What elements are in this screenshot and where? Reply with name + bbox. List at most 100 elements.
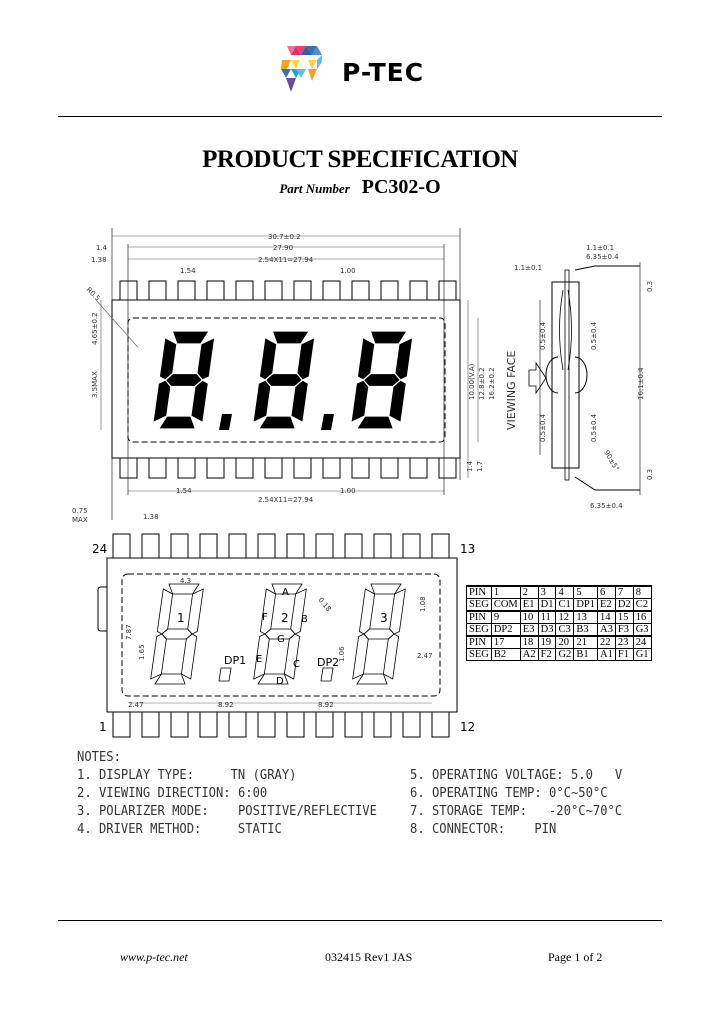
pin [322, 457, 341, 479]
svg-text:4.3: 4.3 [180, 577, 191, 585]
svg-text:27.90: 27.90 [273, 244, 293, 252]
pin-table-cell: 13 [573, 610, 598, 624]
pin [228, 711, 247, 738]
footer-divider [58, 920, 662, 921]
digit-2-segment-e [252, 379, 272, 424]
part-number-value: PC302-O [361, 176, 441, 198]
pin-table-cell: E2 [597, 598, 616, 612]
pin-table-cell: 23 [614, 635, 634, 649]
pin-table-cell: A2 [519, 648, 539, 661]
svg-text:8.92: 8.92 [318, 701, 334, 709]
pin [344, 533, 363, 559]
svg-text:1.7: 1.7 [476, 461, 484, 472]
pin [351, 280, 370, 301]
pin-table-cell: E1 [519, 598, 539, 612]
svg-text:1.06: 1.06 [338, 646, 346, 662]
pin [286, 711, 305, 738]
segment-digit-3-segment-a [370, 583, 402, 595]
svg-text:12: 12 [460, 720, 475, 734]
pin [141, 711, 160, 738]
pin [112, 711, 131, 738]
pin [315, 533, 334, 559]
pin-table-cell: 20 [555, 635, 575, 649]
revision: 032415 Rev1 JAS [325, 950, 413, 964]
pin [257, 533, 276, 559]
pin [293, 280, 312, 301]
svg-text:1.38: 1.38 [91, 256, 107, 264]
decimal-point-2 [321, 414, 334, 430]
pin-table-cell: 24 [632, 635, 652, 649]
svg-text:1.54: 1.54 [176, 487, 192, 495]
pin-table-cell: 5 [573, 585, 598, 599]
front-view [95, 228, 479, 520]
svg-text:1.00: 1.00 [340, 267, 356, 275]
svg-text:2.47: 2.47 [417, 652, 433, 660]
segment-digit-3-segment-d [356, 673, 388, 685]
pin-table-cell: 3 [537, 585, 557, 599]
pin-table-cell: C2 [632, 598, 652, 612]
pin-table-cell: 12 [555, 610, 575, 624]
pin-table-cell: C3 [555, 623, 575, 637]
svg-text:1.1±0.1: 1.1±0.1 [514, 264, 542, 272]
svg-text:7.87: 7.87 [125, 624, 133, 640]
pin [257, 711, 276, 738]
pin [170, 711, 189, 738]
pin [177, 280, 196, 301]
digit-2-segment-d [257, 415, 297, 430]
pin [119, 457, 138, 479]
svg-text:4.65±0.2: 4.65±0.2 [91, 312, 99, 345]
svg-text:1: 1 [99, 720, 107, 734]
digit-1-segment-g [164, 372, 204, 388]
svg-text:2: 2 [281, 611, 289, 625]
pin [235, 280, 254, 301]
decimal-point-1 [219, 414, 232, 430]
pin [373, 533, 392, 559]
pin [286, 533, 305, 559]
svg-text:DP2: DP2 [317, 656, 339, 669]
pin-table-cell: D2 [614, 598, 634, 612]
pin [170, 533, 189, 559]
website-link[interactable]: www.p-tec.net [120, 950, 188, 964]
pin-table-cell: 4 [555, 585, 575, 599]
pin-table-cell: A1 [597, 648, 616, 661]
pin-table-cell: D1 [537, 598, 557, 612]
digit-1-segment-c [190, 379, 210, 424]
digit-3-segment-a [369, 330, 409, 345]
digit-2-segment-a [271, 330, 311, 345]
svg-text:1.08: 1.08 [419, 596, 427, 612]
pin-table-cell: SEG [466, 598, 492, 612]
pin [148, 280, 167, 301]
segment-digit-1-segment-b [187, 588, 204, 635]
segment-digit-3-segment-b [389, 588, 406, 635]
part-number: Part Number PC302-O [0, 176, 720, 199]
pin-table-cell: 8 [632, 585, 652, 599]
pin-table-cell: 21 [573, 635, 598, 649]
pin [315, 711, 334, 738]
digit-1-segment-e [152, 379, 172, 424]
pin-table-cell: COM [490, 598, 521, 612]
pin-table-cell: PIN [466, 635, 492, 649]
digit-1-segment-a [171, 330, 211, 345]
pin-table-cell: DP1 [573, 598, 598, 612]
pin [351, 457, 370, 479]
svg-text:1.38: 1.38 [143, 513, 159, 521]
svg-text:C: C [293, 659, 300, 670]
pin-table-cell: 7 [614, 585, 634, 599]
pin-table-cell: F3 [614, 623, 634, 637]
notes-left: NOTES: 1. DISPLAY TYPE: TN (GRAY) 2. VIE… [77, 749, 377, 837]
pin [402, 711, 421, 738]
pin-table-cell: B2 [490, 648, 521, 661]
pin [438, 457, 457, 479]
segment-digit-1-segment-g [161, 628, 193, 640]
pin-table-cell: E3 [519, 623, 539, 637]
pin-table-cell: F1 [614, 648, 634, 661]
segment-digit-3-segment-g [363, 628, 395, 640]
pin-table-cell: 6 [597, 585, 616, 599]
svg-text:0.18: 0.18 [316, 596, 332, 613]
pin [344, 711, 363, 738]
svg-text:1.4: 1.4 [466, 460, 474, 472]
